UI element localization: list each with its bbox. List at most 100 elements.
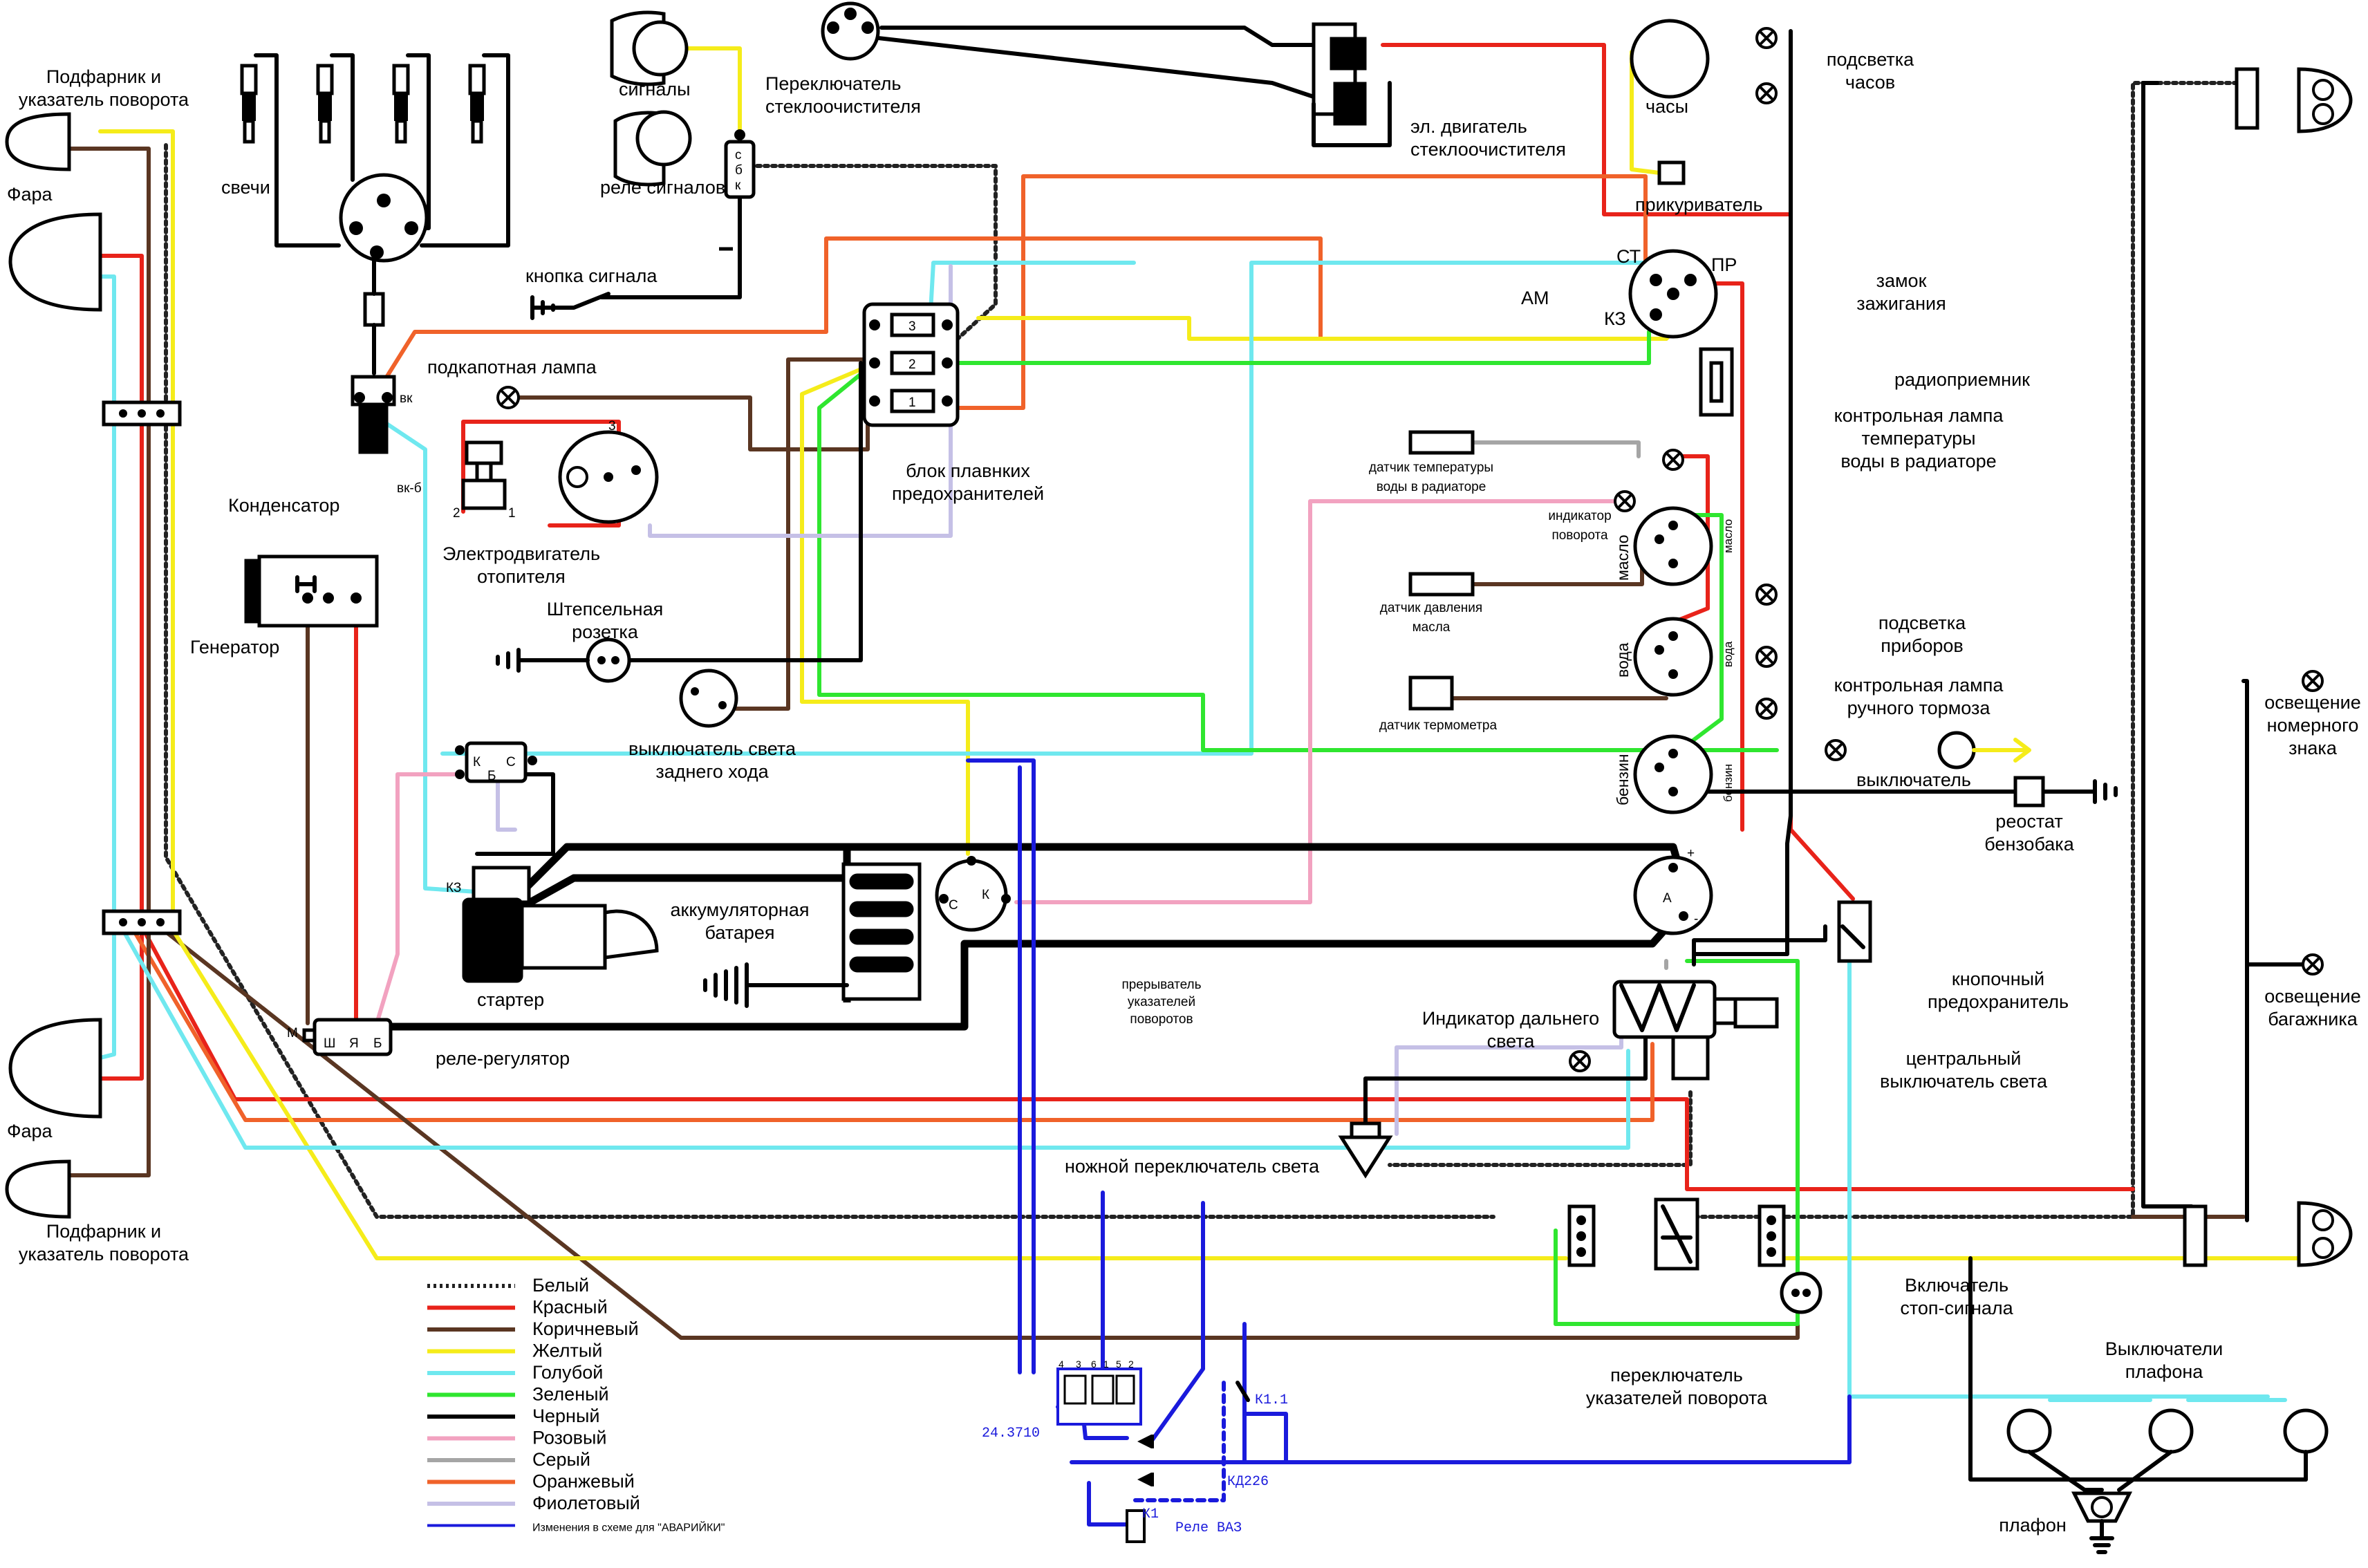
label-pin-sh: Ш: [324, 1036, 335, 1051]
wire-red-heater: [461, 420, 621, 528]
wire-black-plugs: [254, 53, 341, 248]
label-license-2: номерного: [2267, 715, 2359, 736]
label-ignition-1: замок: [1876, 270, 1927, 291]
terminal-block-front: [1567, 1204, 1596, 1267]
label-ignition-2: зажигания: [1856, 293, 1946, 314]
label-reverse-1: выключатель света: [628, 738, 796, 759]
label-wiper-switch-2: стеклоочистителя: [765, 96, 921, 117]
label-horns: сигналы: [619, 79, 691, 100]
wire-black-dome: [1968, 1256, 2308, 1482]
wire-mod-4: [1149, 1201, 1205, 1444]
ignition-coil: [351, 375, 396, 454]
label-generator: Генератор: [190, 637, 279, 657]
label-water-right: вода: [1722, 641, 1735, 667]
label-turn-switch-1: переключатель: [1610, 1365, 1743, 1385]
wire-pink-flasher: [1014, 499, 1620, 904]
label-dome-switches-1: Выключатели: [2105, 1338, 2223, 1359]
label-instrument-light-2: приборов: [1881, 635, 1964, 656]
label-headlight-top: Фара: [7, 184, 53, 205]
radio: [1699, 347, 1734, 417]
headlight-top-left: [8, 212, 102, 312]
label-dome-switches-2: плафона: [2125, 1361, 2204, 1382]
label-battery-1: аккумуляторная: [671, 899, 810, 920]
wire-gray-temp: [1471, 440, 1641, 458]
label-hornrelay-k: к: [735, 178, 741, 193]
rear-light-bottom: [2183, 1201, 2353, 1267]
sidelight-top-left: [5, 112, 71, 171]
wire-mod-9: [1087, 1481, 1129, 1527]
starter: [462, 866, 659, 983]
voltage-regulator: [302, 1018, 393, 1056]
wire-white-rear: [1685, 81, 2246, 1219]
fuel-rheostat: [2013, 776, 2118, 808]
label-license-3: знака: [2288, 738, 2338, 758]
label-turn-indicator-2: поворота: [1551, 528, 1608, 543]
label-relay-b: Б: [487, 769, 496, 783]
label-hornrelay-s: с: [735, 148, 742, 162]
legend-label: Желтый: [532, 1341, 602, 1361]
label-mod-vaz: Реле ВАЗ: [1175, 1520, 1242, 1536]
label-oil-left: масло: [1614, 534, 1632, 581]
label-flasher-s: С: [949, 898, 958, 913]
label-a-minus: -: [1694, 912, 1698, 926]
label-headlight-bottom: Фара: [7, 1121, 53, 1141]
wire-mod-5: [1070, 1412, 1288, 1464]
label-horn-button: кнопка сигнала: [525, 265, 658, 286]
label-fuse-1: 1: [908, 395, 916, 410]
wire-black-plugs2: [330, 53, 355, 182]
high-beam-indicator-lamp: [1569, 1050, 1591, 1072]
label-radio: радиоприемник: [1894, 369, 2030, 390]
wire-green-fuse2: [817, 361, 1779, 752]
horns: [610, 10, 733, 251]
socket: [496, 637, 631, 683]
label-am: АМ: [1521, 288, 1549, 308]
label-mod-k1: К1: [1142, 1506, 1159, 1522]
wire-green-fuse: [949, 330, 1651, 365]
wire-black-socket: [606, 361, 863, 662]
label-fuel-right: бензин: [1722, 764, 1735, 802]
label-mod-relay-code: 24.3710: [982, 1426, 1040, 1441]
label-condenser: Конденсатор: [228, 495, 339, 516]
clock-lamps: [1755, 27, 1778, 104]
label-pr: ПР: [1711, 254, 1737, 275]
label-vk: вк: [400, 391, 413, 406]
label-horn-relay: реле сигналов: [600, 177, 725, 198]
label-clock-light-2: часов: [1845, 72, 1895, 93]
hazard-relay: [1056, 1368, 1142, 1426]
wire-orange-fuse: [945, 174, 1648, 410]
terminal-block-left-bottom: [102, 909, 182, 935]
label-heater-2pin: 2: [453, 506, 460, 521]
label-relay-pin-2: 2: [1128, 1359, 1134, 1370]
label-handbrake-1: контрольная лампа: [1834, 675, 2004, 696]
generator: [244, 554, 379, 628]
button-fuse: [1837, 900, 1872, 963]
label-pin-ya: Я: [349, 1036, 359, 1051]
wire-red-headlight: [98, 254, 144, 1081]
license-lamp: [2302, 670, 2324, 692]
label-starter: стартер: [477, 989, 544, 1010]
wiper-motor: [1312, 22, 1392, 147]
turn-signal-flasher: [935, 856, 1011, 932]
label-switch: выключатель: [1856, 769, 1971, 790]
label-fuse-3: 3: [908, 319, 916, 334]
fuel-gauge: [1633, 734, 1713, 814]
label-turn-switch-2: указателей поворота: [1586, 1388, 1768, 1408]
legend: БелыйКрасныйКоричневыйЖелтыйГолубойЗелен…: [427, 1275, 725, 1534]
rear-light-top: [2235, 67, 2353, 133]
wire-violet-starter: [496, 779, 517, 832]
label-foot-switch: ножной переключатель света: [1065, 1156, 1320, 1177]
label-fuse-block-2: предохранителей: [892, 483, 1044, 504]
label-mod-diode: КД226: [1227, 1474, 1269, 1490]
pin-numbers: 4 3 6 1 5 2: [1059, 1359, 1134, 1370]
components: [5, 1, 2353, 1554]
legend-label: Черный: [532, 1406, 599, 1426]
legend-label: Серый: [532, 1449, 590, 1470]
distributor: [339, 173, 429, 375]
wire-black-license: [2241, 679, 2249, 1222]
label-sidelight-bottom-2: указатель поворота: [19, 1244, 189, 1264]
label-license-1: освещение: [2264, 692, 2361, 713]
heater-motor: [461, 430, 659, 524]
wire-mod-1: [966, 758, 1036, 1374]
label-reverse-2: заднего хода: [655, 761, 769, 782]
starter-relay: [455, 741, 537, 783]
